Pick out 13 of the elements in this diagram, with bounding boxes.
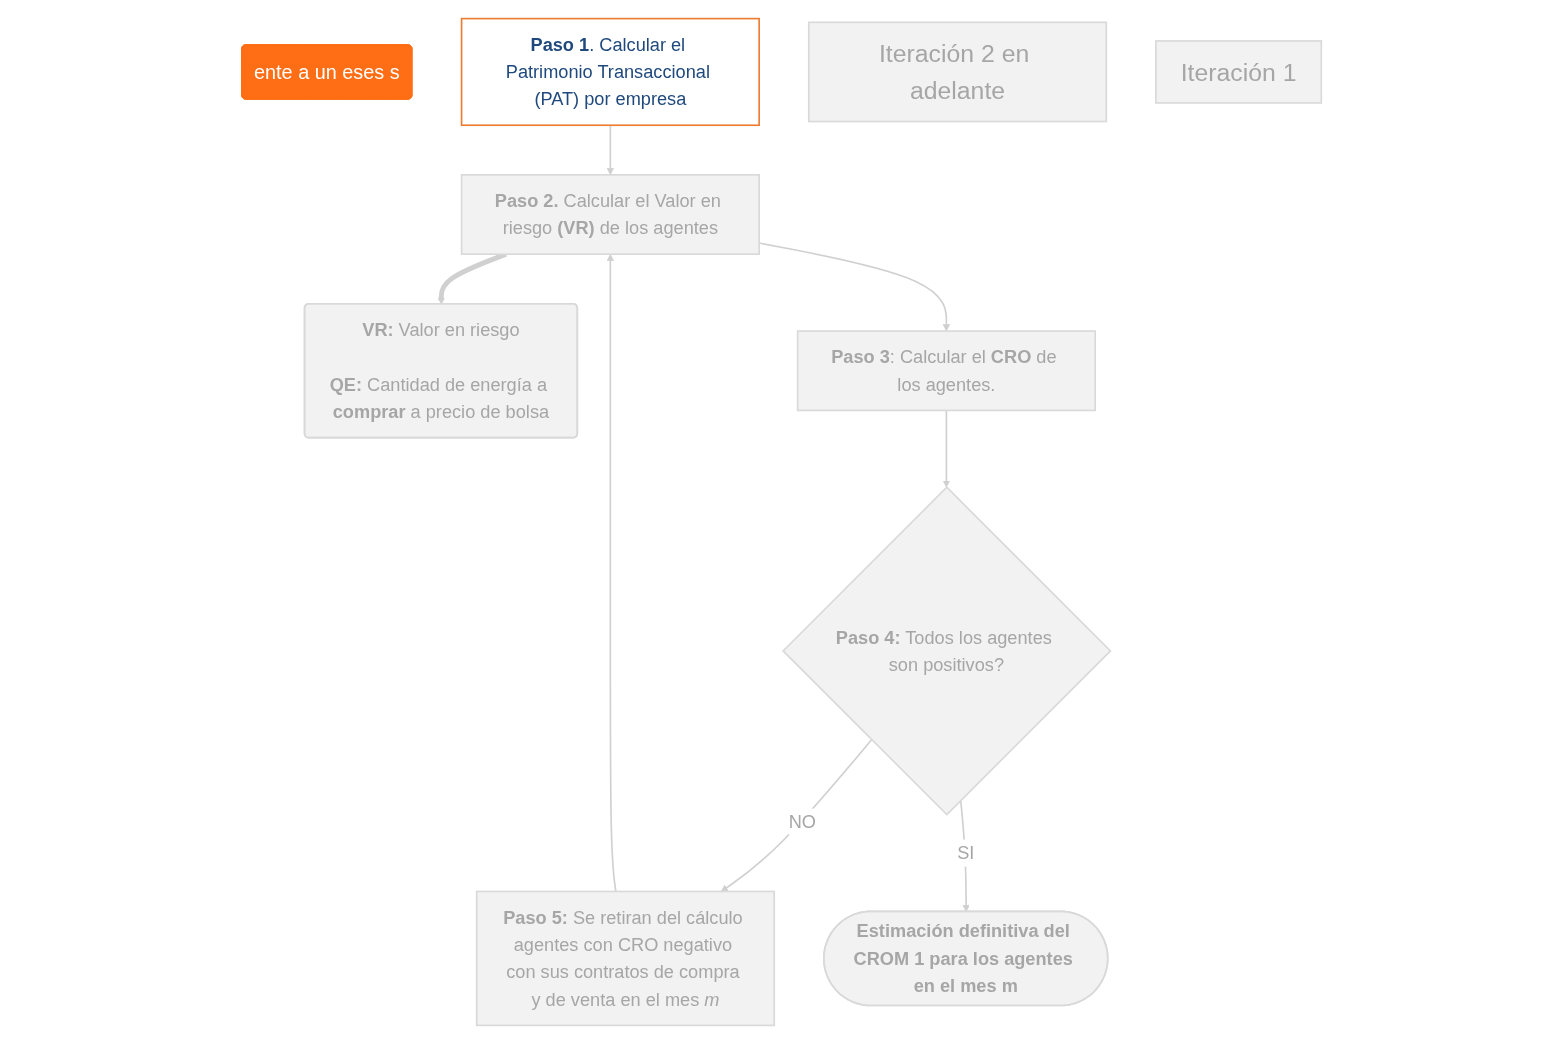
node-box: Paso 1. Calcular el Patrimonio Transaccional (PAT) por empresa	[460, 17, 760, 126]
edge-label: SI	[956, 842, 974, 863]
node-box: Paso 2. Calcular el Valor en riesgo (VR) de los agentes	[460, 173, 760, 255]
edge-label: NO	[788, 811, 816, 832]
node-box: Iteración 2 en adelante	[807, 21, 1107, 122]
node-box: Iteración 1	[1154, 39, 1322, 104]
node-diamond: Paso 4: Todos los agentes son positivos?	[781, 485, 1112, 816]
node-box: Paso 5: Se retiran del cálculo agentes con CRO negativo con sus contratos de compra y de venta en el mes m	[475, 890, 775, 1026]
arrow	[942, 409, 950, 488]
node-box: Paso 3: Calcular el CRO de los agentes.	[796, 329, 1096, 411]
arrow	[720, 738, 872, 892]
arrow	[606, 253, 617, 892]
arrow	[606, 123, 614, 175]
